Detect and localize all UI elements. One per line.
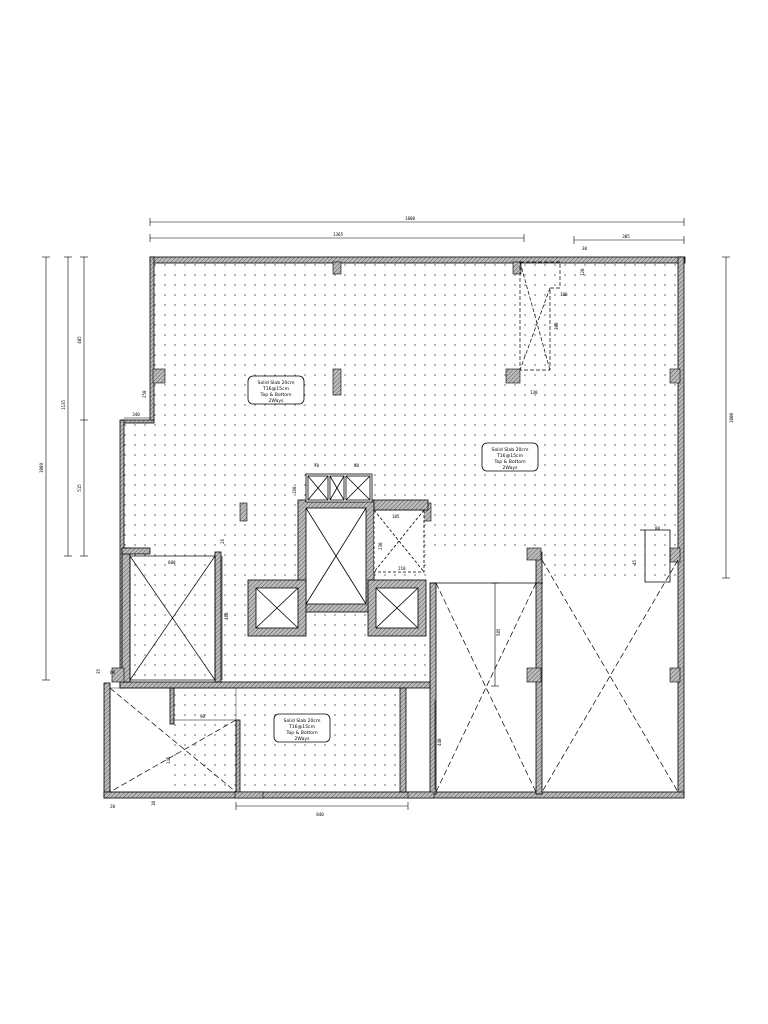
dimension-texts: 1800 1365 305 1000 1009 1135 485 515 840… bbox=[39, 216, 734, 817]
dim-600: 600 bbox=[168, 560, 176, 565]
dim-45: 45 bbox=[632, 559, 637, 565]
slab-label-3-line-4: 2Ways bbox=[294, 736, 310, 742]
dim-460: 460 bbox=[224, 612, 229, 620]
slab-label-2-line-2: T16@15cm bbox=[496, 453, 524, 459]
dim-105: 105 bbox=[392, 514, 400, 519]
dim-10: 10 bbox=[151, 800, 156, 806]
dim-top-overall: 1800 bbox=[405, 216, 416, 221]
slab-label-1-line-3: Top & Bottom bbox=[259, 392, 292, 398]
dim-left-mid: 1135 bbox=[61, 399, 66, 410]
slab-label-1-line-1: Solid Slab 20cm bbox=[258, 380, 295, 386]
slab-label-2-line-3: Top & Bottom bbox=[493, 459, 526, 465]
dim-250: 250 bbox=[142, 390, 147, 398]
dim-160: 160 bbox=[292, 486, 297, 494]
dim-bottom-span: 840 bbox=[316, 812, 324, 817]
dim-210: 210 bbox=[398, 566, 406, 571]
slab-label-1-line-2: T16@15cm bbox=[262, 386, 290, 392]
dim-505: 505 bbox=[496, 628, 501, 636]
slab-label-2-line-1: Solid Slab 20cm bbox=[492, 447, 529, 453]
dim-20: 20 bbox=[110, 804, 116, 809]
dim-145: 145 bbox=[166, 756, 171, 764]
dim-80b: 80 bbox=[655, 526, 661, 531]
slab-label-3-line-2: T16@15cm bbox=[288, 724, 316, 730]
columns bbox=[111, 261, 681, 799]
dim-90: 90 bbox=[200, 714, 206, 719]
dimension-lines bbox=[42, 218, 730, 810]
dim-30: 30 bbox=[582, 246, 588, 251]
dim-top-right: 305 bbox=[622, 234, 630, 239]
dim-70: 70 bbox=[314, 463, 320, 468]
slab-label-2-line-4: 2Ways bbox=[502, 465, 518, 471]
slab-label-3: Solid Slab 20cm T16@15cm Top & Bottom 2W… bbox=[273, 713, 331, 743]
slab-label-3-line-1: Solid Slab 20cm bbox=[284, 718, 321, 724]
dim-300: 300 bbox=[554, 322, 559, 330]
dim-340: 340 bbox=[132, 412, 140, 417]
shaft-voids bbox=[109, 261, 679, 793]
right-notch bbox=[430, 529, 671, 584]
dim-130: 130 bbox=[530, 390, 538, 395]
slab-label-2: Solid Slab 20cm T16@15cm Top & Bottom 2W… bbox=[481, 442, 539, 472]
dim-26: 26 bbox=[220, 538, 225, 544]
slab-label-1-line-4: 2Ways bbox=[268, 398, 284, 404]
dim-440: 440 bbox=[437, 738, 442, 746]
slab-label-3-line-3: Top & Bottom bbox=[285, 730, 318, 736]
dim-left-lower: 515 bbox=[77, 484, 82, 492]
slab-label-1: Solid Slab 20cm T16@15cm Top & Bottom 2W… bbox=[247, 375, 305, 405]
dim-left-upper: 485 bbox=[77, 336, 82, 344]
dim-left-outer: 1009 bbox=[39, 462, 44, 473]
central-core bbox=[247, 473, 429, 637]
dim-230: 230 bbox=[378, 542, 383, 550]
dim-120: 120 bbox=[580, 268, 585, 276]
dim-35: 35 bbox=[96, 668, 101, 674]
dim-right-overall: 1000 bbox=[729, 412, 734, 423]
dim-top-left: 1365 bbox=[333, 232, 344, 237]
dim-60: 60 bbox=[110, 670, 116, 675]
dim-100: 100 bbox=[560, 292, 568, 297]
dim-80: 80 bbox=[354, 463, 360, 468]
